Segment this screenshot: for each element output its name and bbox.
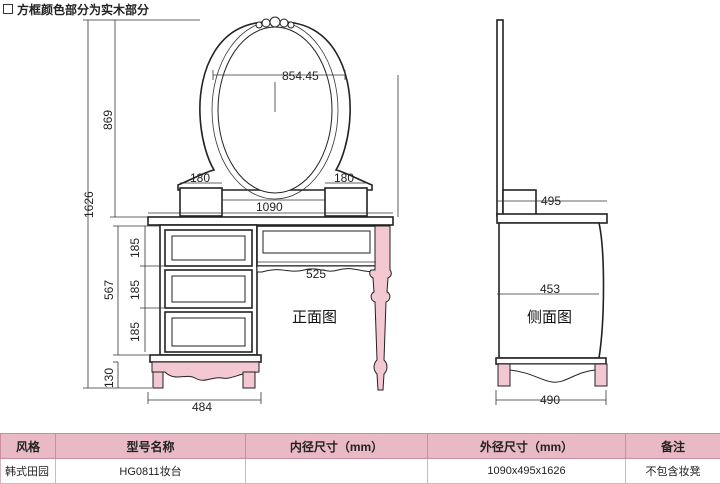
front-table-top — [148, 217, 393, 225]
front-view-label: 正面图 — [292, 308, 337, 326]
dim-total-height: 1626 — [82, 191, 96, 218]
header-note: 备注 — [626, 434, 720, 459]
dim-left-box-width: 180 — [190, 171, 210, 185]
header-style: 风格 — [1, 434, 56, 459]
dim-inner-depth: 453 — [540, 282, 560, 296]
side-table-top — [497, 214, 607, 223]
side-base-apron — [510, 364, 595, 382]
header-inner-size: 内径尺寸（mm） — [246, 434, 428, 459]
side-view-label: 侧面图 — [527, 308, 572, 326]
mirror-crest-ornament — [256, 17, 294, 28]
dim-drawer-2: 185 — [128, 280, 142, 300]
header-model: 型号名称 — [56, 434, 246, 459]
dim-drawer-3: 185 — [128, 322, 142, 342]
dim-base-height: 130 — [102, 368, 116, 388]
spec-table: 风格 型号名称 内径尺寸（mm） 外径尺寸（mm） 备注 韩式田园 HG0811… — [0, 433, 720, 484]
dim-body-height: 567 — [102, 280, 116, 300]
dressing-table-drawing: 正面图 854.45 869 1 — [0, 0, 720, 433]
dim-right-box-width: 180 — [334, 171, 354, 185]
dim-top-width: 1090 — [256, 200, 283, 214]
header-outer-size: 外径尺寸（mm） — [428, 434, 626, 459]
dim-mirror-height: 869 — [101, 110, 115, 130]
right-small-box — [325, 188, 367, 216]
side-small-box — [503, 190, 536, 216]
dim-top-depth: 495 — [541, 194, 561, 208]
front-plinth — [150, 355, 261, 362]
dim-mirror-width: 854.45 — [282, 69, 319, 83]
dim-cabinet-width: 484 — [192, 400, 212, 414]
spec-table-header-row: 风格 型号名称 内径尺寸（mm） 外径尺寸（mm） 备注 — [1, 434, 720, 459]
left-small-box — [180, 188, 222, 216]
dim-right-drawer-width: 525 — [306, 267, 326, 281]
dim-base-depth: 490 — [540, 393, 560, 407]
side-mirror-edge — [497, 20, 503, 216]
dim-drawer-1: 185 — [128, 238, 142, 258]
